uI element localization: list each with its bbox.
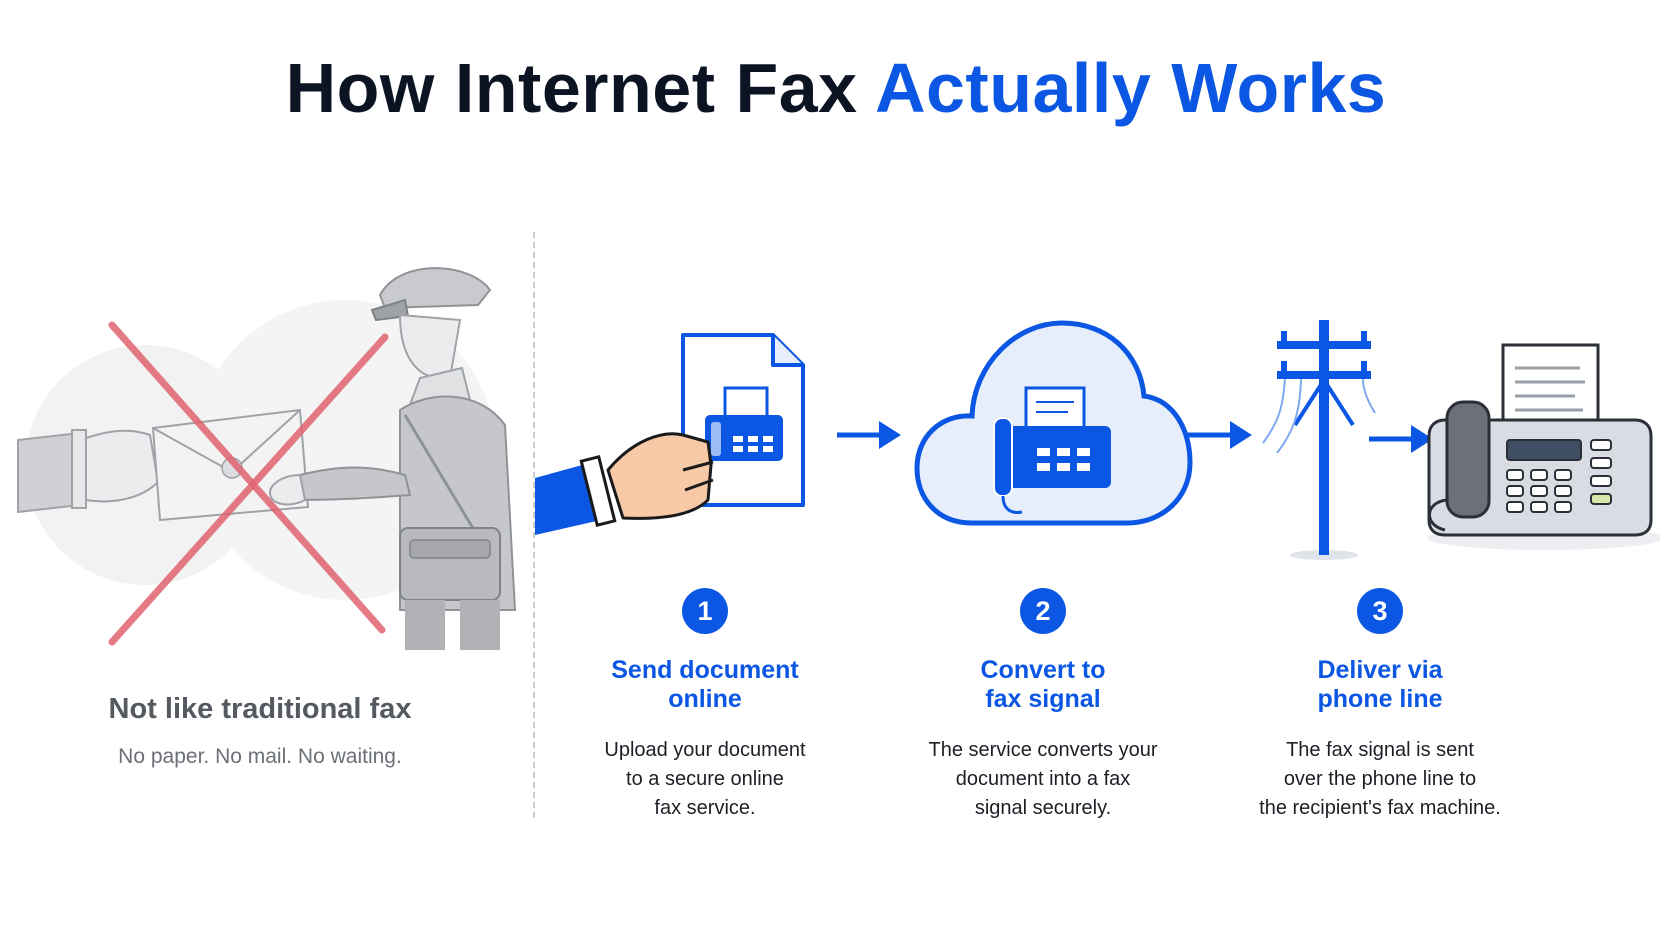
step-1: 1 Send document online Upload your docum… — [545, 588, 865, 823]
step-desc-2-line-2: document into a fax — [955, 768, 1131, 790]
step-badge-1: 1 — [682, 588, 728, 634]
step-desc-2-line-3: signal securely. — [974, 797, 1112, 819]
arrow-right-icon-1 — [837, 421, 901, 449]
fax-machine-icon — [1427, 343, 1660, 550]
traditional-heading: Not like traditional fax — [108, 693, 412, 725]
step-title-2-line-1: Convert to — [980, 656, 1106, 684]
step-title-2: Convert to fax signal — [883, 656, 1203, 714]
cloud-fax-icon — [914, 320, 1193, 526]
step-desc-1-line-2: to a secure online — [626, 768, 784, 790]
step-desc-3-line-3: the recipient's fax machine. — [1259, 797, 1501, 819]
arrow-right-icon-2 — [1188, 421, 1252, 449]
step-title-3-line-2: phone line — [1317, 685, 1443, 713]
section-divider — [533, 232, 535, 818]
title-main: How Internet Fax — [285, 49, 858, 127]
step-desc-2-line-1: The service converts your — [928, 739, 1158, 761]
step-title-3: Deliver via phone line — [1215, 656, 1545, 714]
title-accent: Actually Works — [874, 49, 1387, 127]
step-desc-1-line-3: fax service. — [654, 797, 756, 819]
traditional-mail-illustration — [17, 267, 517, 650]
step-desc-2: The service converts your document into … — [883, 736, 1203, 823]
step-desc-1: Upload your document to a secure online … — [545, 736, 865, 823]
step-title-1-line-2: online — [668, 685, 742, 713]
step-title-2-line-2: fax signal — [985, 685, 1101, 713]
mail-carrier-icon — [268, 267, 517, 650]
step-desc-3-line-2: over the phone line to — [1283, 768, 1477, 790]
step-2: 2 Convert to fax signal The service conv… — [883, 588, 1203, 823]
step-3: 3 Deliver via phone line The fax signal … — [1215, 588, 1545, 823]
document-fax-icon — [535, 333, 805, 535]
step-badge-2: 2 — [1020, 588, 1066, 634]
step-title-3-line-1: Deliver via — [1317, 656, 1443, 684]
step-title-1-line-1: Send document — [611, 656, 799, 684]
arrow-right-icon-3 — [1369, 425, 1433, 453]
step-title-1: Send document online — [545, 656, 865, 714]
telephone-pole-icon — [1262, 320, 1376, 560]
step-badge-3: 3 — [1357, 588, 1403, 634]
step-desc-3-line-1: The fax signal is sent — [1286, 739, 1474, 761]
step-desc-1-line-1: Upload your document — [604, 739, 806, 761]
traditional-subtext: No paper. No mail. No waiting. — [118, 745, 402, 768]
cross-mark-icon — [108, 321, 389, 646]
page-title: How Internet Fax Actually Works — [0, 48, 1672, 128]
step-desc-3: The fax signal is sent over the phone li… — [1215, 736, 1545, 823]
